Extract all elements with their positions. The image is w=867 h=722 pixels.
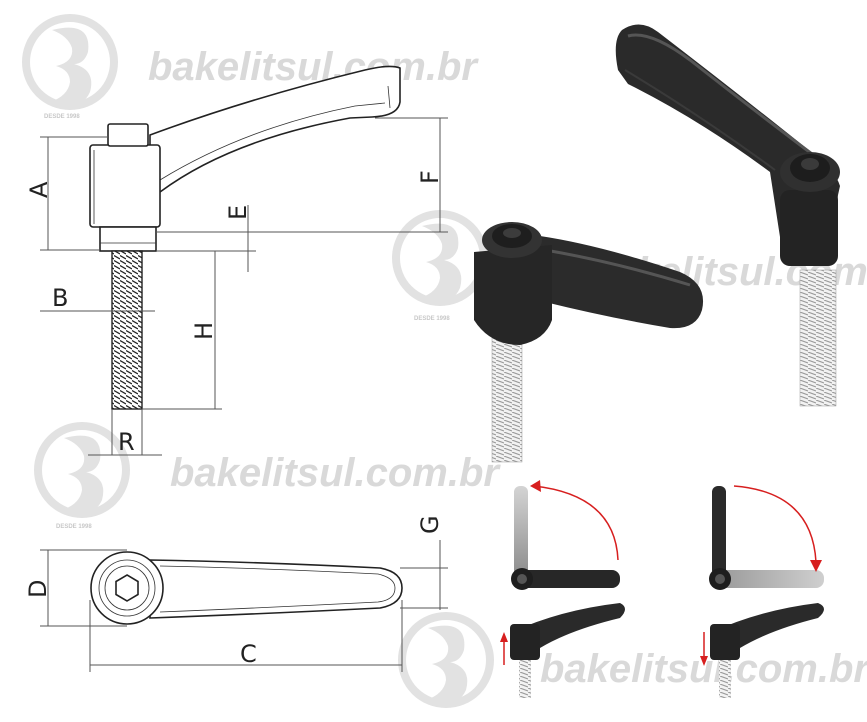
dim-label-e: E — [224, 205, 252, 220]
watermark-logo-4 — [398, 612, 494, 708]
render-large-handle — [615, 24, 840, 407]
motion-diagram-left — [500, 480, 625, 698]
arrow-down-icon — [810, 560, 822, 572]
side-view-drawing — [89, 65, 401, 410]
dim-label-g: G — [416, 515, 444, 534]
arrow-down-small-icon — [700, 656, 708, 666]
dimension-lines-top — [40, 540, 448, 672]
watermark-logo-3: DESDE 1998 — [34, 422, 130, 530]
bakelitsul-logo-icon — [62, 435, 104, 515]
dim-label-d: D — [24, 580, 52, 598]
arrow-up-icon — [500, 632, 508, 642]
dim-label-f: F — [416, 170, 444, 184]
arrow-head-icon — [530, 480, 541, 492]
bakelitsul-logo-icon — [426, 625, 468, 705]
watermark-since-3: DESDE 1998 — [56, 524, 92, 530]
dimension-lines-side — [40, 117, 448, 456]
dim-label-r: R — [118, 428, 135, 456]
watermark-since-2: DESDE 1998 — [414, 316, 450, 322]
dim-label-a: A — [25, 181, 53, 198]
watermark-text-1: bakelitsul.com.br — [148, 45, 479, 89]
render-small-handle — [474, 222, 704, 463]
bakelitsul-logo-icon — [420, 223, 462, 303]
dim-label-h: H — [190, 322, 218, 340]
dim-label-c: C — [240, 640, 257, 668]
motion-diagram-right — [700, 485, 824, 698]
top-view-drawing — [90, 551, 403, 625]
watermark-since-1: DESDE 1998 — [44, 114, 80, 120]
bakelitsul-logo-icon — [50, 27, 92, 107]
watermark-logo-1: DESDE 1998 — [22, 14, 118, 120]
dim-label-b: B — [52, 284, 68, 312]
watermark-text-3: bakelitsul.com.br — [170, 451, 501, 495]
